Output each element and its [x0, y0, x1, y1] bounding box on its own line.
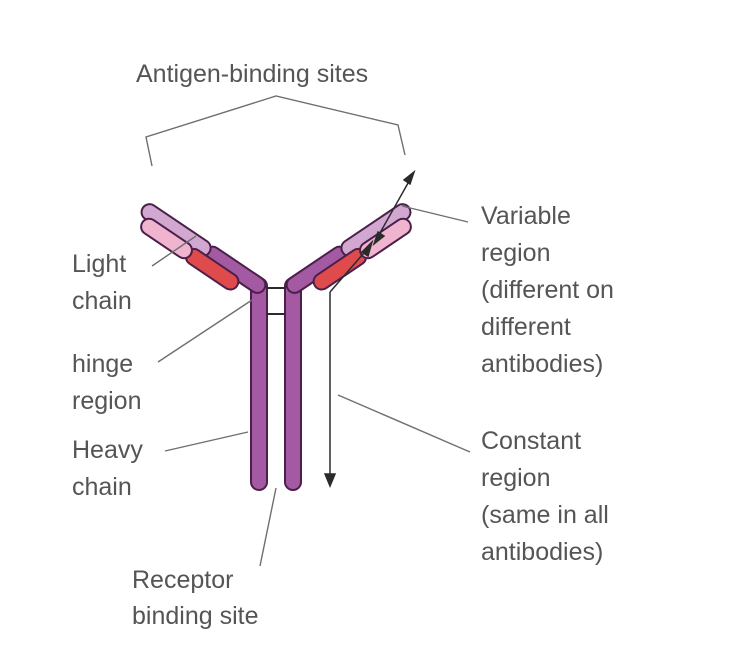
- antigen-binding-sites-label: Antigen-binding sites: [136, 60, 368, 88]
- antigen-binding-bracket: [145, 95, 406, 167]
- variable-region-label: Variable region (different on different …: [481, 202, 621, 378]
- heavy-chain-stem-left: [250, 277, 268, 491]
- heavy-chain-label-line-1: Heavy: [72, 436, 143, 464]
- hinge-region-leader: [157, 299, 253, 363]
- receptor-binding-site-label-line-2: binding site: [132, 602, 258, 630]
- heavy-chain-arm-right: [285, 203, 412, 294]
- variable-region-label-line-3: (different on: [481, 276, 614, 304]
- receptor-binding-leader: [259, 487, 277, 567]
- variable-region-label-line-1: Variable: [481, 202, 571, 230]
- light-chain-label-line-1: Light: [72, 250, 126, 278]
- variable-region-leader: [401, 205, 469, 223]
- light-chain-leader: [151, 235, 197, 267]
- constant-region-label-line-4: antibodies): [481, 538, 603, 566]
- region-arrows: [323, 169, 416, 488]
- hinge-region-label-line-1: hinge: [72, 350, 133, 378]
- hinge-region-label: hinge region: [72, 350, 142, 415]
- receptor-binding-site-label: Receptor binding site: [132, 566, 258, 630]
- heavy-chain-leader: [164, 431, 249, 452]
- light-chain-left: [140, 217, 240, 291]
- antibody-molecule: [140, 203, 412, 491]
- heavy-chain-label-line-2: chain: [72, 473, 132, 501]
- constant-region-label-line-1: Constant: [481, 427, 581, 455]
- constant-region-label: Constant region (same in all antibodies): [481, 427, 616, 566]
- light-chain-label-line-2: chain: [72, 287, 132, 315]
- light-chain-label: Light chain: [72, 250, 133, 315]
- constant-region-leader: [337, 394, 471, 453]
- constant-region-label-line-2: region: [481, 464, 551, 492]
- heavy-chain-arm-left: [140, 203, 267, 294]
- variable-region-label-line-5: antibodies): [481, 350, 603, 378]
- receptor-binding-site-label-line-1: Receptor: [132, 566, 233, 594]
- heavy-chain-stem-right: [284, 277, 302, 491]
- variable-region-label-line-4: different: [481, 313, 571, 341]
- variable-region-label-line-2: region: [481, 239, 551, 267]
- constant-region-label-line-3: (same in all: [481, 501, 609, 529]
- hinge-region-label-line-2: region: [72, 387, 142, 415]
- heavy-chain-label: Heavy chain: [72, 436, 150, 501]
